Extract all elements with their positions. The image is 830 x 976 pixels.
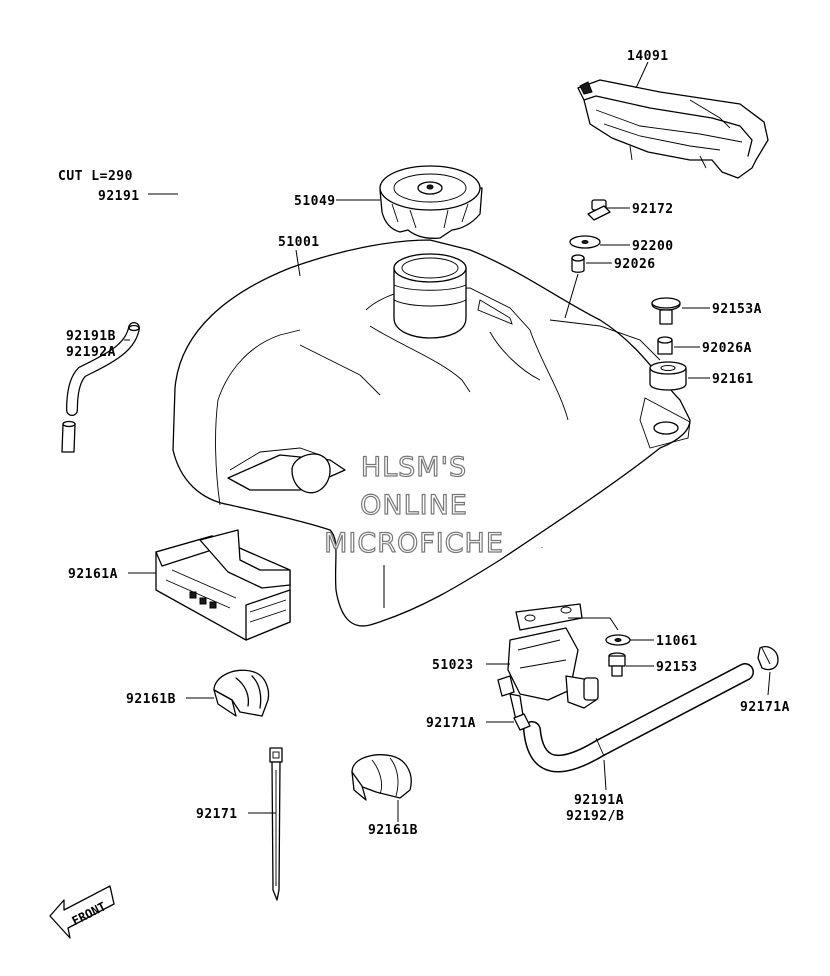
- clamp-92171A-left[interactable]: [513, 713, 531, 731]
- fuel-cock-51023[interactable]: [497, 547, 599, 724]
- label-92026A: 92026A: [702, 341, 752, 356]
- washer-11061[interactable]: [605, 634, 631, 646]
- label-92191: 92191: [98, 189, 140, 204]
- label-51001: 51001: [278, 235, 320, 250]
- label-92172: 92172: [632, 202, 674, 217]
- label-92161A: 92161A: [68, 567, 118, 582]
- fuel-cap-51049[interactable]: [379, 165, 483, 239]
- hose-92191B[interactable]: [61, 322, 140, 453]
- label-92191A: 92191A: [574, 793, 624, 808]
- label-cut-length: CUT L=290: [58, 169, 133, 184]
- label-92153A: 92153A: [712, 302, 762, 317]
- collar-92026A[interactable]: [657, 336, 673, 355]
- label-51049: 51049: [294, 194, 336, 209]
- label-92192A: 92192A: [66, 345, 116, 360]
- damper-92161A[interactable]: [155, 529, 291, 641]
- part-labels: 14091 CUT L=290 92191 51049 92172 51001 …: [58, 49, 790, 838]
- label-92192B: 92192/B: [566, 809, 624, 824]
- label-92161: 92161: [712, 372, 754, 387]
- breather-hose-92191[interactable]: [143, 14, 432, 299]
- label-92200: 92200: [632, 239, 674, 254]
- label-92161B-bottom: 92161B: [368, 823, 418, 838]
- watermark-line-1: HLSM'S: [361, 452, 467, 483]
- watermark-line-3: MICROFICHE: [324, 528, 504, 559]
- label-14091: 14091: [627, 49, 669, 64]
- damper-92161B-left[interactable]: [213, 669, 270, 717]
- fuel-tank-51001[interactable]: [172, 239, 691, 627]
- cable-tie-92171[interactable]: [269, 747, 283, 901]
- grommet-92161[interactable]: [649, 361, 687, 391]
- label-92171: 92171: [196, 807, 238, 822]
- screw-92172[interactable]: [587, 199, 611, 221]
- clamp-92171A-right[interactable]: [757, 646, 779, 671]
- damper-92161B-bottom[interactable]: [351, 754, 412, 801]
- fuel-hose-92191A[interactable]: [523, 663, 754, 773]
- label-11061: 11061: [656, 634, 698, 649]
- label-51023: 51023: [432, 658, 474, 673]
- watermark: HLSM'S ONLINE MICROFICHE: [323, 451, 504, 559]
- label-92026: 92026: [614, 257, 656, 272]
- label-92153: 92153: [656, 660, 698, 675]
- label-92161B-left: 92161B: [126, 692, 176, 707]
- bolt-92153A[interactable]: [651, 297, 681, 325]
- cover-14091[interactable]: [577, 79, 769, 179]
- label-92171A-right: 92171A: [740, 700, 790, 715]
- collar-92026[interactable]: [571, 254, 585, 273]
- watermark-line-2: ONLINE: [360, 490, 468, 521]
- washer-92200[interactable]: [569, 235, 601, 249]
- leader-lines: [124, 61, 771, 822]
- label-92191B: 92191B: [66, 329, 116, 344]
- label-92171A-left: 92171A: [426, 716, 476, 731]
- bolt-92153[interactable]: [608, 652, 626, 677]
- front-arrow: FRONT: [49, 885, 115, 939]
